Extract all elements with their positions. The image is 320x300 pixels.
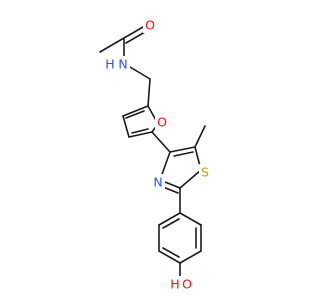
bond-thiazole-sulfur-c2 <box>179 169 202 189</box>
bond-furan-c3-c4 <box>122 115 130 138</box>
carbonyl-oxygen-label: O <box>145 18 155 33</box>
bond-furan-c2-c3 <box>122 105 149 117</box>
bond-furan-thiazole <box>151 131 171 153</box>
bond-methyl-carbonyl <box>99 37 125 53</box>
bond-layer <box>99 26 206 279</box>
bond-phenyl-4 <box>158 250 181 264</box>
amide-nitrogen-label: N <box>118 57 127 72</box>
bond-thiazole-c4-c5 <box>169 146 196 153</box>
thiazole-nitrogen-label: N <box>153 175 162 190</box>
bond-thiazole-c5-methyl <box>194 125 206 148</box>
bond-carbonyl-oxygen <box>123 26 144 39</box>
bond-phenyl-6 <box>158 212 181 226</box>
bond-phenyl-1 <box>179 212 202 226</box>
bond-phenyl-3 <box>179 250 202 264</box>
thiazole-sulfur-label: S <box>201 165 209 180</box>
atom-label-layer: O H N O N S H O <box>104 17 212 292</box>
amide-hydrogen-label: H <box>105 57 114 72</box>
bond-furan-c2-c3-double <box>125 110 145 119</box>
bond-thiazole-c4-c5-double <box>173 151 194 157</box>
hydroxyl-hydrogen-label: H <box>170 277 179 292</box>
bond-nitrogen-methylene <box>129 66 151 80</box>
bond-furan-c4-c5 <box>128 131 153 138</box>
bond-furan-c4-c5-double <box>131 128 149 134</box>
furan-oxygen-label: O <box>157 115 167 130</box>
bond-phenyl-6-double <box>162 218 180 229</box>
hydroxyl-oxygen-label: O <box>182 277 192 292</box>
bond-carbonyl-oxygen-double <box>125 31 146 44</box>
structure-diagram: O H N O N S H O <box>99 17 212 292</box>
bond-phenyl-4-double <box>162 247 180 258</box>
bond-methylene-furan <box>147 78 151 107</box>
